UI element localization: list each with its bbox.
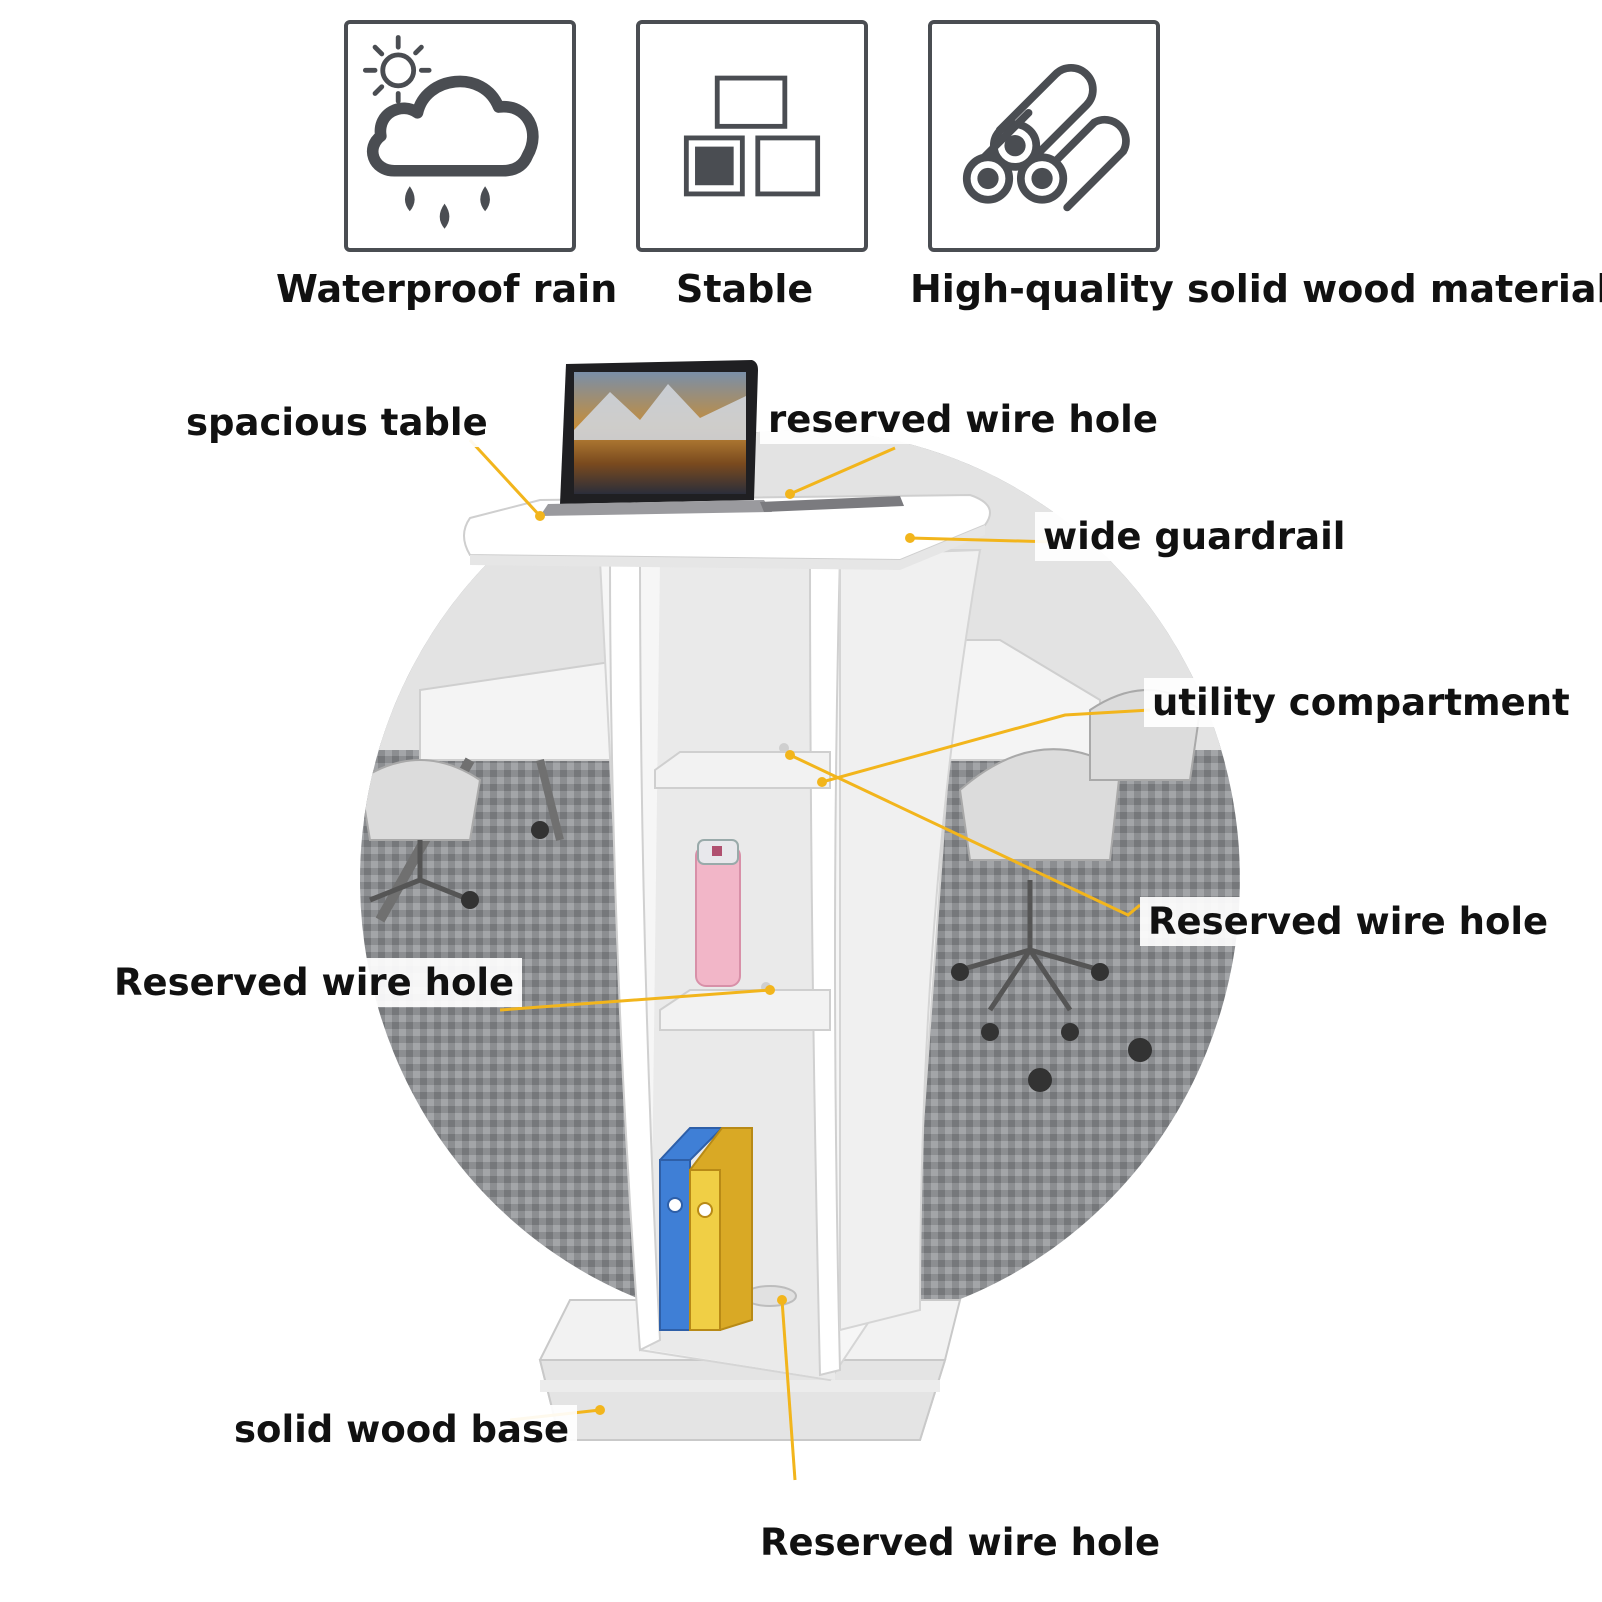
books [659, 1127, 753, 1331]
wood-feature-box [928, 20, 1160, 252]
water-bottle [695, 839, 741, 987]
wood-logs-icon [962, 64, 1130, 212]
stable-feature-box [636, 20, 868, 252]
feature-label-stable: Stable [676, 267, 814, 311]
waterproof-feature-box [344, 20, 576, 252]
feature-label-waterproof: Waterproof rain [276, 267, 618, 311]
callout-utility-compartment: utility compartment [1144, 678, 1578, 727]
stacked-blocks-icon [683, 75, 821, 197]
leader-lines [468, 438, 1151, 1481]
callout-spacious-table: spacious table [178, 398, 496, 447]
callout-reserved-wire-hole-top: reserved wire hole [760, 395, 1166, 444]
feature-label-wood: High-quality solid wood material [910, 267, 1602, 311]
callout-wide-guardrail: wide guardrail [1035, 512, 1354, 561]
callout-reserved-wire-hole-right: Reserved wire hole [1140, 897, 1557, 946]
laptop [540, 360, 772, 516]
callout-solid-wood-base: solid wood base [226, 1405, 578, 1454]
callout-reserved-wire-hole-bottom: Reserved wire hole [752, 1518, 1169, 1567]
callout-reserved-wire-hole-left: Reserved wire hole [106, 958, 523, 1007]
leader-dots [535, 489, 915, 1415]
cloud-rain-sun-icon [362, 35, 539, 229]
